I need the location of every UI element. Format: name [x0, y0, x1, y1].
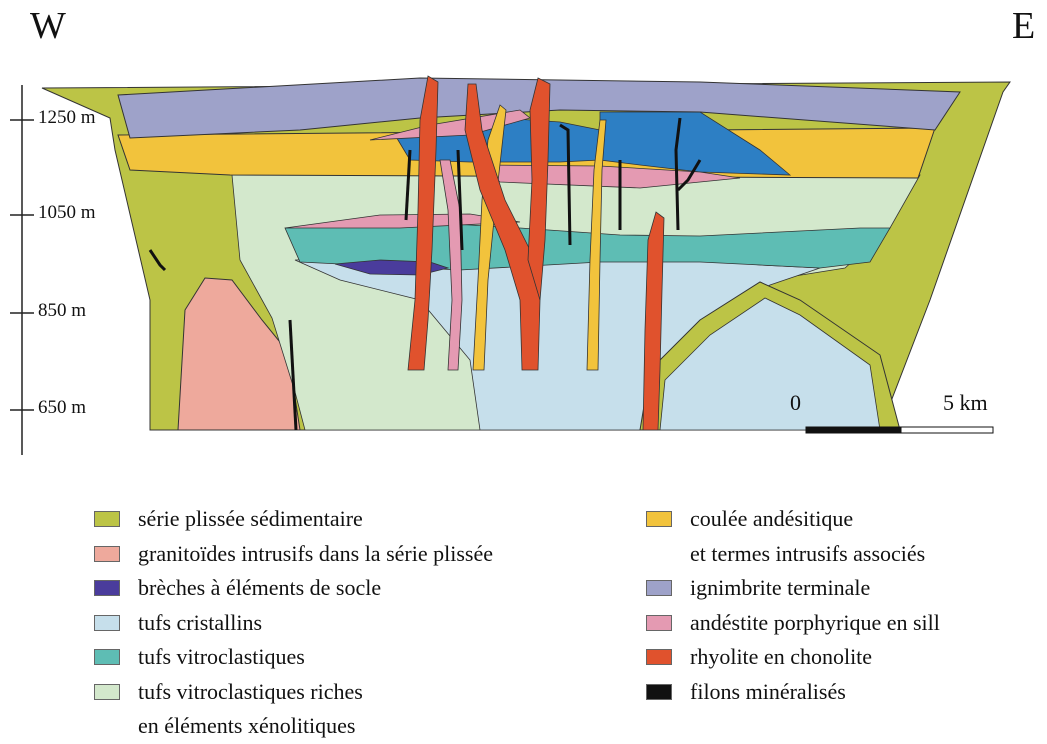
- scale-bar: [805, 424, 995, 438]
- legend-item-tufs-vitroclastiques: tufs vitroclastiques: [90, 640, 493, 675]
- scale-start-label: 0: [790, 390, 801, 416]
- scale-end-label: 5 km: [943, 390, 988, 416]
- legend-item-tufs-cristallins: tufs cristallins: [90, 606, 493, 641]
- legend-item-granitoides: granitoïdes intrusifs dans la série plis…: [90, 537, 493, 572]
- legend-label: tufs cristallins: [138, 610, 262, 635]
- elevation-axis: [10, 85, 34, 455]
- legend-item-serie-plissee: série plissée sédimentaire: [90, 502, 493, 537]
- swatch-ignimbrite: [646, 580, 672, 596]
- legend-label: brèches à éléments de socle: [138, 575, 381, 600]
- swatch-coulee-andesitique: [646, 511, 672, 527]
- swatch-tufs-riches: [94, 684, 120, 700]
- legend-label: filons minéralisés: [690, 679, 846, 704]
- legend-continuation: en éléments xénolitiques: [90, 709, 493, 744]
- legend-label: coulée andésitique: [690, 506, 853, 531]
- swatch-serie-plissee: [94, 511, 120, 527]
- legend-left: série plissée sédimentaire granitoïdes i…: [90, 502, 493, 744]
- swatch-tufs-cristallins: [94, 615, 120, 631]
- legend-right: coulée andésitique et termes intrusifs a…: [642, 502, 940, 709]
- elevation-label-1250: 1250 m: [38, 107, 96, 129]
- swatch-breches: [94, 580, 120, 596]
- legend-continuation: et termes intrusifs associés: [642, 537, 940, 572]
- swatch-tufs-vitroclastiques: [94, 649, 120, 665]
- legend-item-coulee-andesitique: coulée andésitique: [642, 502, 940, 537]
- legend-item-filons: filons minéralisés: [642, 675, 940, 710]
- legend-item-rhyolite: rhyolite en chonolite: [642, 640, 940, 675]
- legend-item-tufs-riches: tufs vitroclastiques riches: [90, 675, 493, 710]
- legend-label: tufs vitroclastiques: [138, 644, 305, 669]
- legend-label: rhyolite en chonolite: [690, 644, 872, 669]
- swatch-granitoides: [94, 546, 120, 562]
- legend-item-andesite-porphyrique: andéstite porphyrique en sill: [642, 606, 940, 641]
- elevation-label-850: 850 m: [38, 300, 86, 322]
- legend-item-ignimbrite: ignimbrite terminale: [642, 571, 940, 606]
- geological-cross-section: [0, 0, 1047, 480]
- swatch-filons: [646, 684, 672, 700]
- legend-label: andéstite porphyrique en sill: [690, 610, 940, 635]
- legend-label: tufs vitroclastiques riches: [138, 679, 363, 704]
- swatch-rhyolite: [646, 649, 672, 665]
- legend-label: ignimbrite terminale: [690, 575, 870, 600]
- swatch-andesite-porphyrique: [646, 615, 672, 631]
- elevation-label-650: 650 m: [38, 397, 86, 419]
- legend-label: série plissée sédimentaire: [138, 506, 363, 531]
- legend-label: granitoïdes intrusifs dans la série plis…: [138, 541, 493, 566]
- elevation-label-1050: 1050 m: [38, 202, 96, 224]
- legend-item-breches: brèches à éléments de socle: [90, 571, 493, 606]
